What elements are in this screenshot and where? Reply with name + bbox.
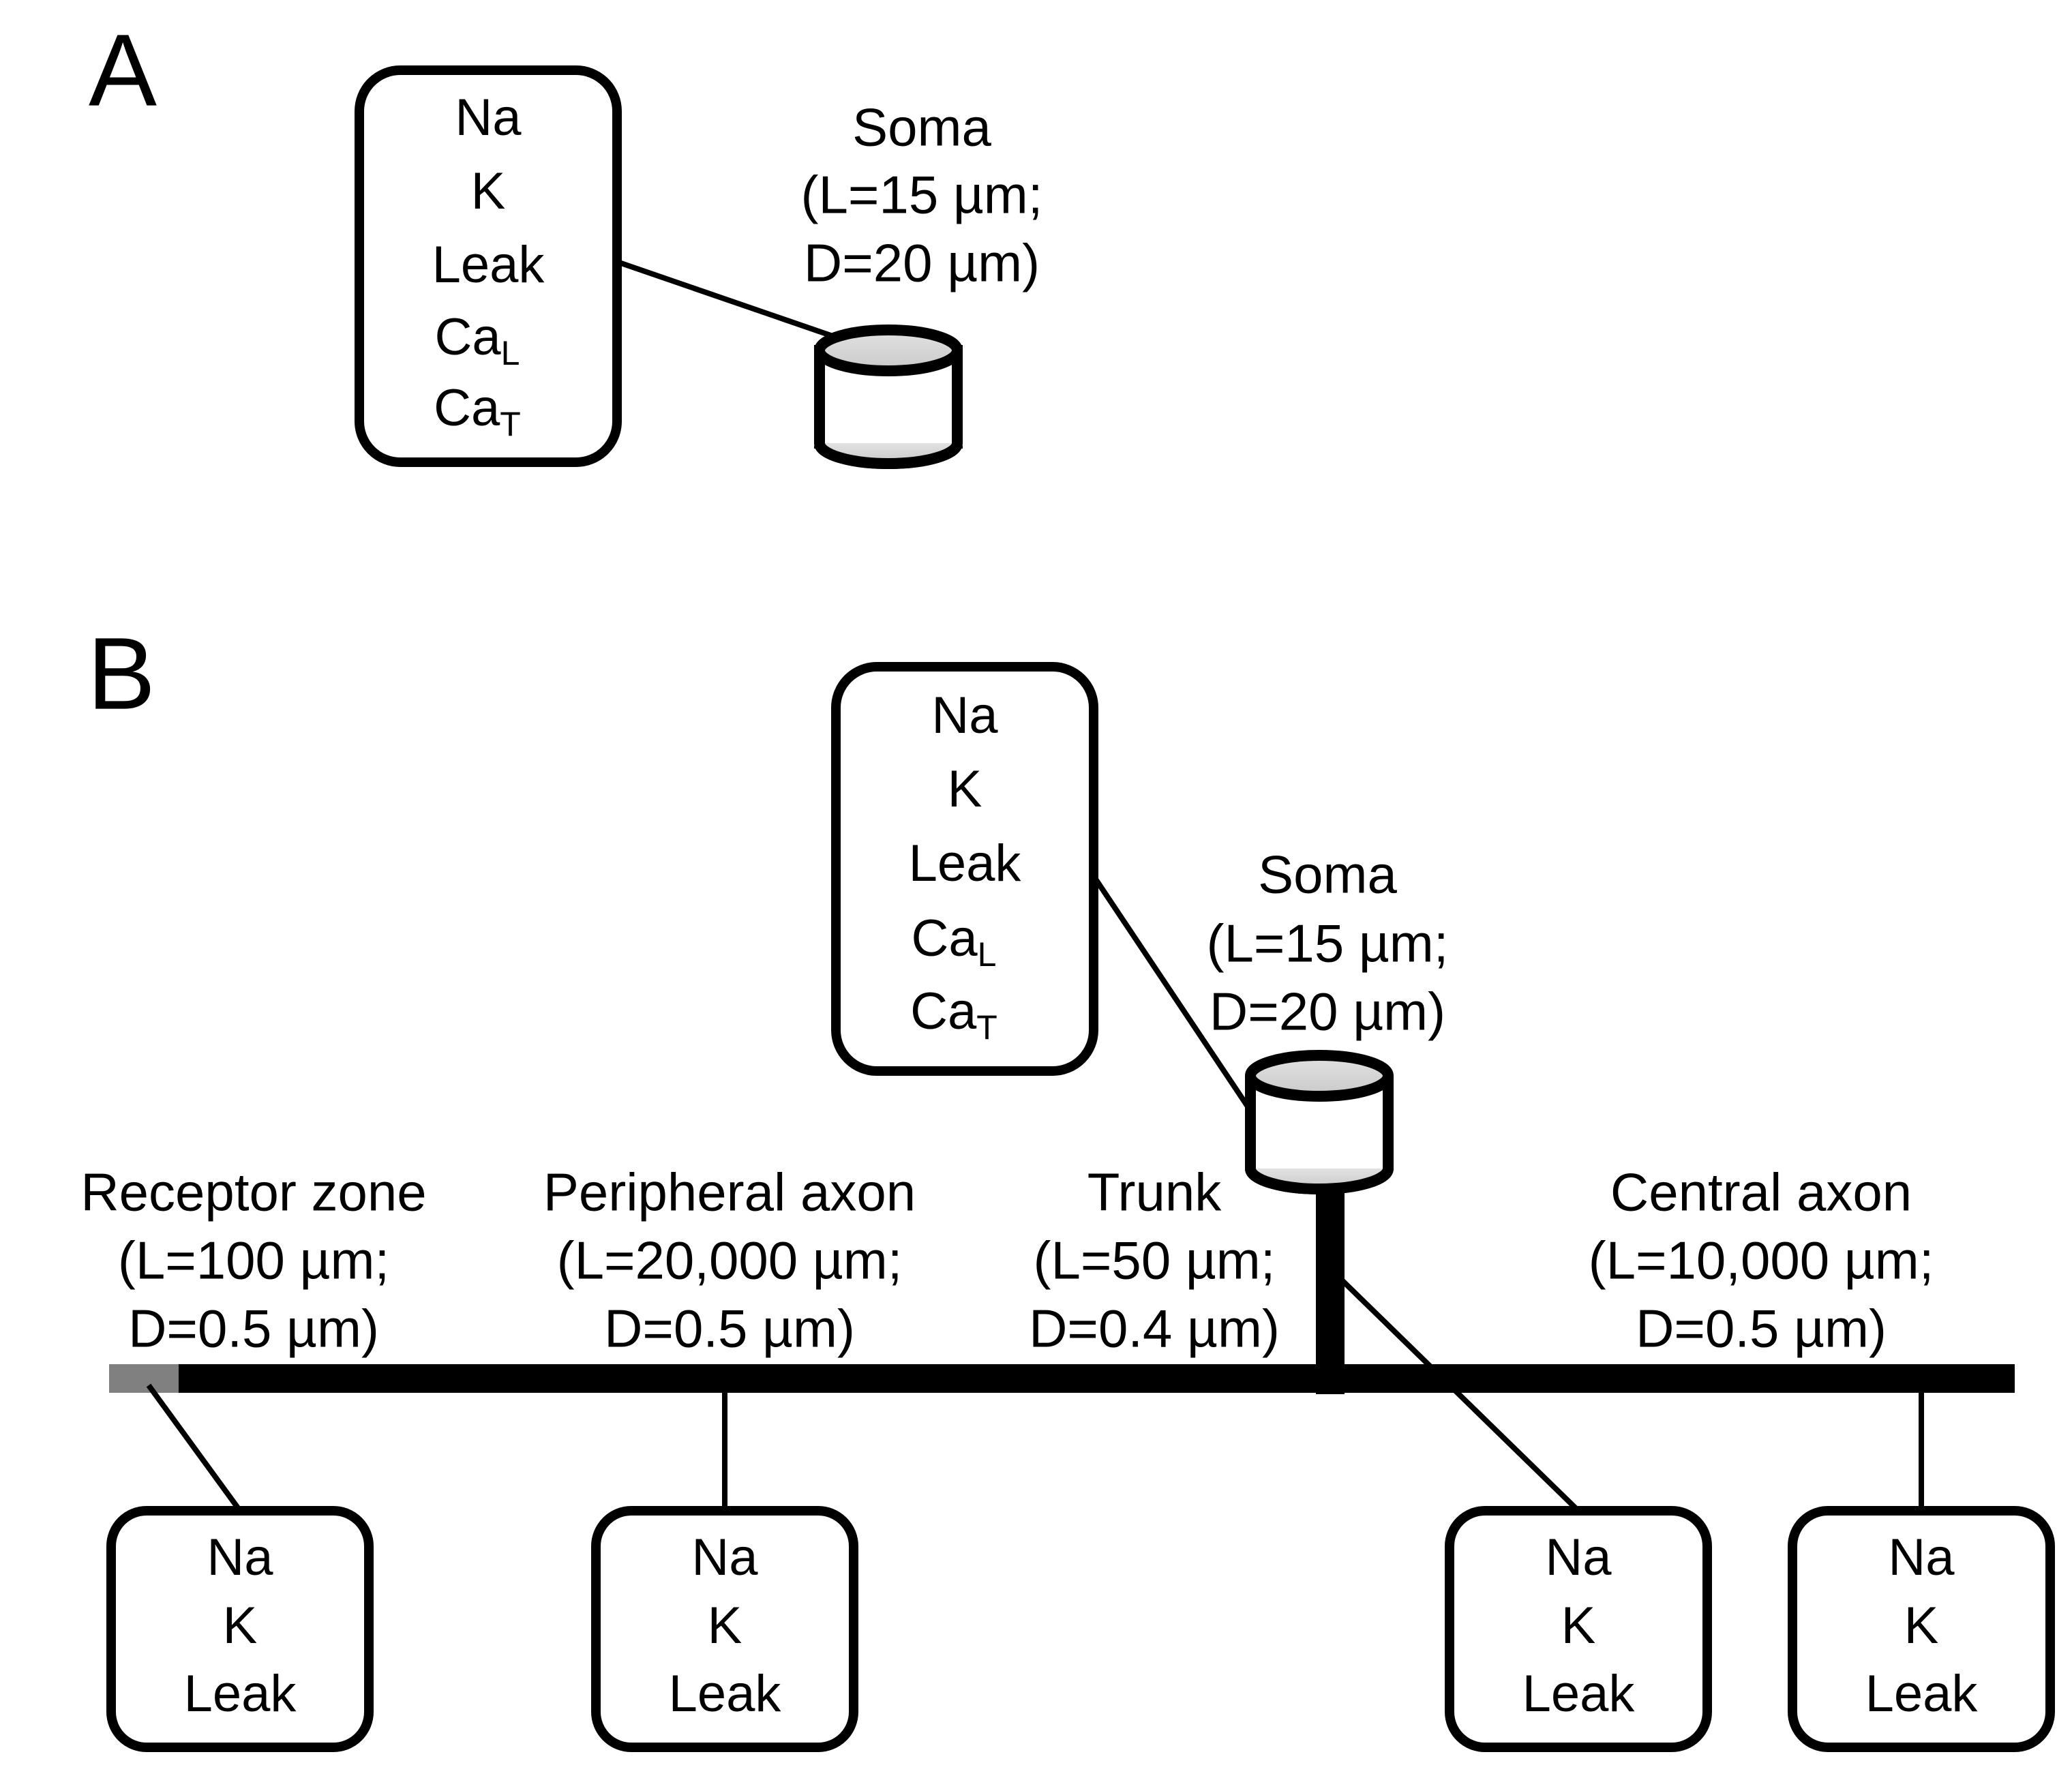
channel-label-leak: Leak: [909, 834, 1022, 892]
channel-label-na: Na: [1888, 1528, 1955, 1586]
channel-label-k: K: [223, 1597, 258, 1655]
channel-label-leak: Leak: [184, 1665, 297, 1723]
channel-label-leak: Leak: [1522, 1665, 1636, 1723]
channel-label-na: Na: [691, 1528, 758, 1586]
panel-b-letter: B: [87, 616, 155, 731]
channel-label-k: K: [1561, 1597, 1596, 1655]
trunk-name: Trunk: [1087, 1162, 1222, 1222]
segment-label-trunk: Trunk (L=50 µm; D=0.4 µm): [1029, 1162, 1280, 1359]
channel-label-k: K: [708, 1597, 742, 1655]
ca-t-sub: T: [500, 405, 521, 443]
channel-label-k: K: [471, 162, 506, 220]
panel-b-soma-channel-box[interactable]: Na K Leak CaL CaT: [831, 662, 1098, 1076]
cylinder-top-cap: [1245, 1050, 1394, 1102]
trunk-connector: [1328, 1267, 1580, 1513]
ca-l-sub: L: [501, 334, 520, 372]
receptor-zone-diameter: D=0.5 µm): [128, 1299, 379, 1359]
axon-schematic: [109, 1364, 2015, 1393]
channel-box-outline: [355, 65, 622, 467]
receptor-zone-length: (L=100 µm;: [118, 1231, 389, 1291]
channel-label-na: Na: [455, 89, 522, 147]
channel-label-na: Na: [1545, 1528, 1612, 1586]
cylinder-bottom-arc: [814, 442, 963, 469]
cylinder-bottom-arc: [1245, 1167, 1394, 1194]
channel-label-k: K: [1904, 1597, 1939, 1655]
ca-l-base: Ca: [912, 909, 978, 967]
segment-label-peripheral-axon: Peripheral axon (L=20,000 µm; D=0.5 µm): [543, 1162, 916, 1359]
peripheral-axon-diameter: D=0.5 µm): [604, 1299, 855, 1359]
panel-b-soma-label: Soma (L=15 µm; D=20 µm): [1207, 845, 1449, 1042]
panel-b-soma-leader-line: [1091, 874, 1263, 1127]
channel-box-outline: [1788, 1506, 2055, 1752]
channel-box-outline: [1445, 1506, 1712, 1752]
channel-label-leak: Leak: [432, 236, 545, 294]
soma-length: (L=15 µm;: [801, 165, 1043, 225]
channel-label-na: Na: [207, 1528, 273, 1586]
channel-label-ca-t: CaT: [910, 982, 997, 1046]
peripheral-axon-length: (L=20,000 µm;: [557, 1231, 903, 1291]
ca-t-base: Ca: [434, 379, 500, 437]
trunk-length: (L=50 µm;: [1034, 1231, 1276, 1291]
panel-a-soma-label: Soma (L=15 µm; D=20 µm): [801, 97, 1043, 293]
receptor-zone-connector: [146, 1383, 243, 1513]
soma-length: (L=15 µm;: [1207, 914, 1449, 974]
panel-a-soma-cylinder[interactable]: [814, 325, 963, 469]
ca-t-sub: T: [976, 1008, 997, 1046]
central-axon-name: Central axon: [1610, 1162, 1912, 1222]
panel-a-soma-leader-line: [616, 259, 864, 349]
panel-b: B Na K Leak CaL CaT: [80, 616, 2055, 1752]
panel-a-soma-channel-box[interactable]: Na K Leak CaL CaT: [355, 65, 622, 467]
channel-box-trunk[interactable]: Na K Leak: [1445, 1506, 1712, 1752]
soma-diameter: D=20 µm): [1210, 982, 1445, 1042]
segment-label-receptor-zone: Receptor zone (L=100 µm; D=0.5 µm): [80, 1162, 426, 1359]
channel-box-peripheral-axon[interactable]: Na K Leak: [591, 1506, 858, 1752]
channel-box-outline: [106, 1506, 374, 1752]
soma-diameter: D=20 µm): [804, 233, 1040, 293]
trunk-diameter: D=0.4 µm): [1029, 1299, 1280, 1359]
channel-label-ca-l: CaL: [912, 909, 997, 974]
central-axon-diameter: D=0.5 µm): [1636, 1299, 1887, 1359]
receptor-zone-name: Receptor zone: [80, 1162, 426, 1222]
cylinder-top-cap: [814, 325, 963, 376]
channel-box-receptor-zone[interactable]: Na K Leak: [106, 1506, 374, 1752]
receptor-zone-bar[interactable]: [109, 1364, 179, 1393]
panel-b-soma-cylinder[interactable]: [1245, 1050, 1394, 1194]
panel-a-letter: A: [89, 13, 157, 127]
panel-a: A Na K Leak CaL CaT So: [89, 13, 1043, 469]
ca-l-base: Ca: [435, 308, 502, 366]
channel-label-leak: Leak: [669, 1665, 782, 1723]
channel-box-outline: [591, 1506, 858, 1752]
channel-box-outline: [831, 662, 1098, 1076]
channel-label-na: Na: [931, 687, 998, 744]
soma-name: Soma: [1258, 845, 1397, 905]
segment-label-central-axon: Central axon (L=10,000 µm; D=0.5 µm): [1589, 1162, 1934, 1359]
channel-label-leak: Leak: [1865, 1665, 1979, 1723]
ca-t-base: Ca: [910, 982, 977, 1040]
channel-box-central-axon[interactable]: Na K Leak: [1788, 1506, 2055, 1752]
ca-l-sub: L: [978, 935, 997, 974]
peripheral-axon-name: Peripheral axon: [543, 1162, 916, 1222]
soma-name: Soma: [852, 97, 991, 157]
channel-label-ca-l: CaL: [435, 308, 520, 372]
channel-label-ca-t: CaT: [434, 379, 521, 443]
channel-label-k: K: [948, 760, 982, 818]
peripheral-axon-bar[interactable]: [179, 1364, 1316, 1393]
central-axon-length: (L=10,000 µm;: [1589, 1231, 1934, 1291]
